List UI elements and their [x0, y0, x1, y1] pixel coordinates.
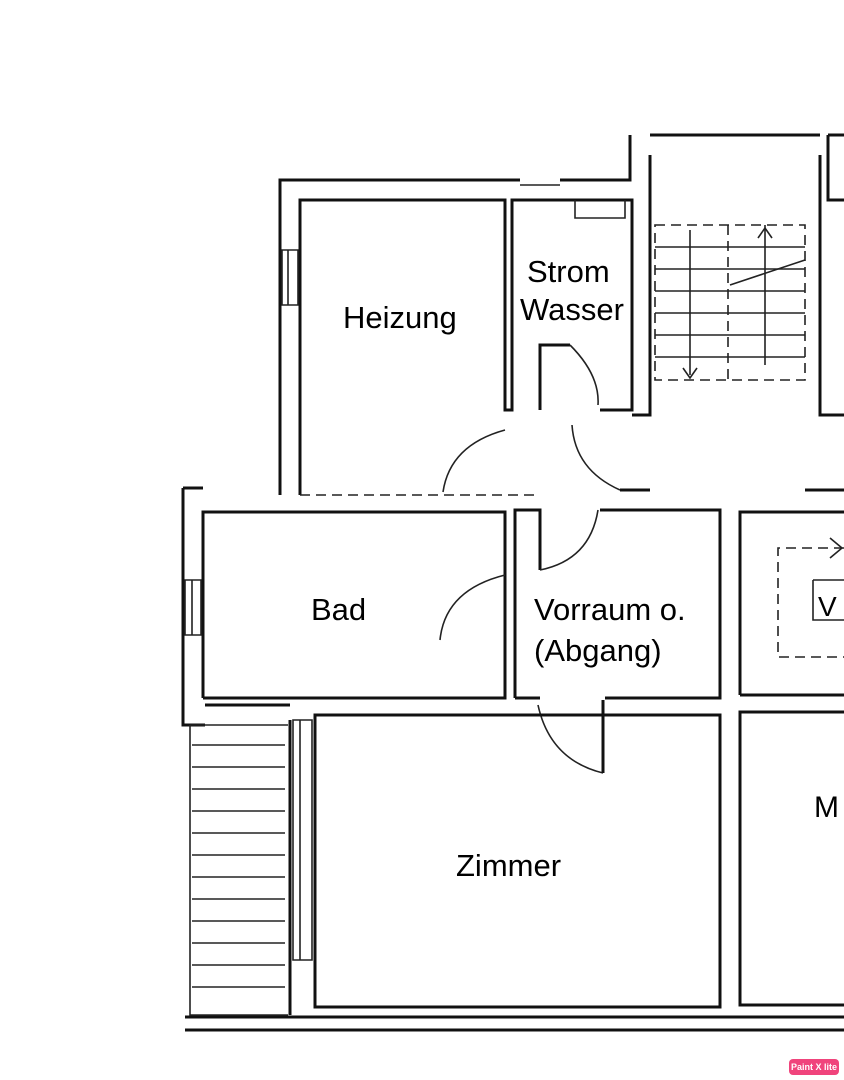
stairs-left	[189, 724, 288, 1016]
wall-heizung-inner	[298, 198, 634, 495]
room-label-bad: Bad	[311, 592, 367, 627]
watermark-badge: Paint X lite	[789, 1059, 839, 1075]
window-heizung	[281, 249, 299, 306]
shaft-right	[777, 547, 844, 658]
wall-vorraum	[513, 508, 722, 700]
wall-zimmer	[313, 713, 722, 1009]
wall-stair	[632, 135, 844, 417]
door-arc-bad	[439, 574, 506, 641]
room-label-zimmer: Zimmer	[456, 848, 562, 883]
wall-bad-inner	[201, 510, 507, 700]
door-arc-heizung	[442, 429, 506, 493]
room-label-right-upper: V	[818, 591, 837, 622]
arrow-right	[829, 537, 844, 559]
stairs-upper	[654, 224, 806, 381]
wall-right-lower	[738, 710, 844, 1007]
wall-bottom	[185, 1015, 844, 1032]
room-label-abgang: (Abgang)	[534, 633, 662, 668]
wall-heizung-outer	[278, 133, 844, 495]
room-label-wasser: Wasser	[520, 292, 624, 327]
wall-strom-door	[538, 343, 570, 410]
stair-steps-left	[192, 744, 285, 988]
wall-strom-inner	[520, 184, 626, 219]
stair-steps-upper	[655, 225, 806, 380]
room-label-vorraum: Vorraum o.	[534, 592, 686, 627]
wall-right-upper	[738, 510, 844, 697]
room-label-right-lower: M	[814, 791, 839, 824]
room-label-heizung: Heizung	[343, 300, 457, 335]
door-arc-corridor	[571, 424, 621, 491]
room-label-strom: Strom	[527, 254, 610, 289]
window-zimmer	[292, 719, 313, 961]
window-bad	[184, 579, 202, 636]
wall-zimmer-left	[205, 703, 292, 1015]
door-arc-vorraum	[539, 509, 599, 571]
door-arc-strom	[569, 344, 599, 406]
shaft-box	[812, 579, 844, 621]
